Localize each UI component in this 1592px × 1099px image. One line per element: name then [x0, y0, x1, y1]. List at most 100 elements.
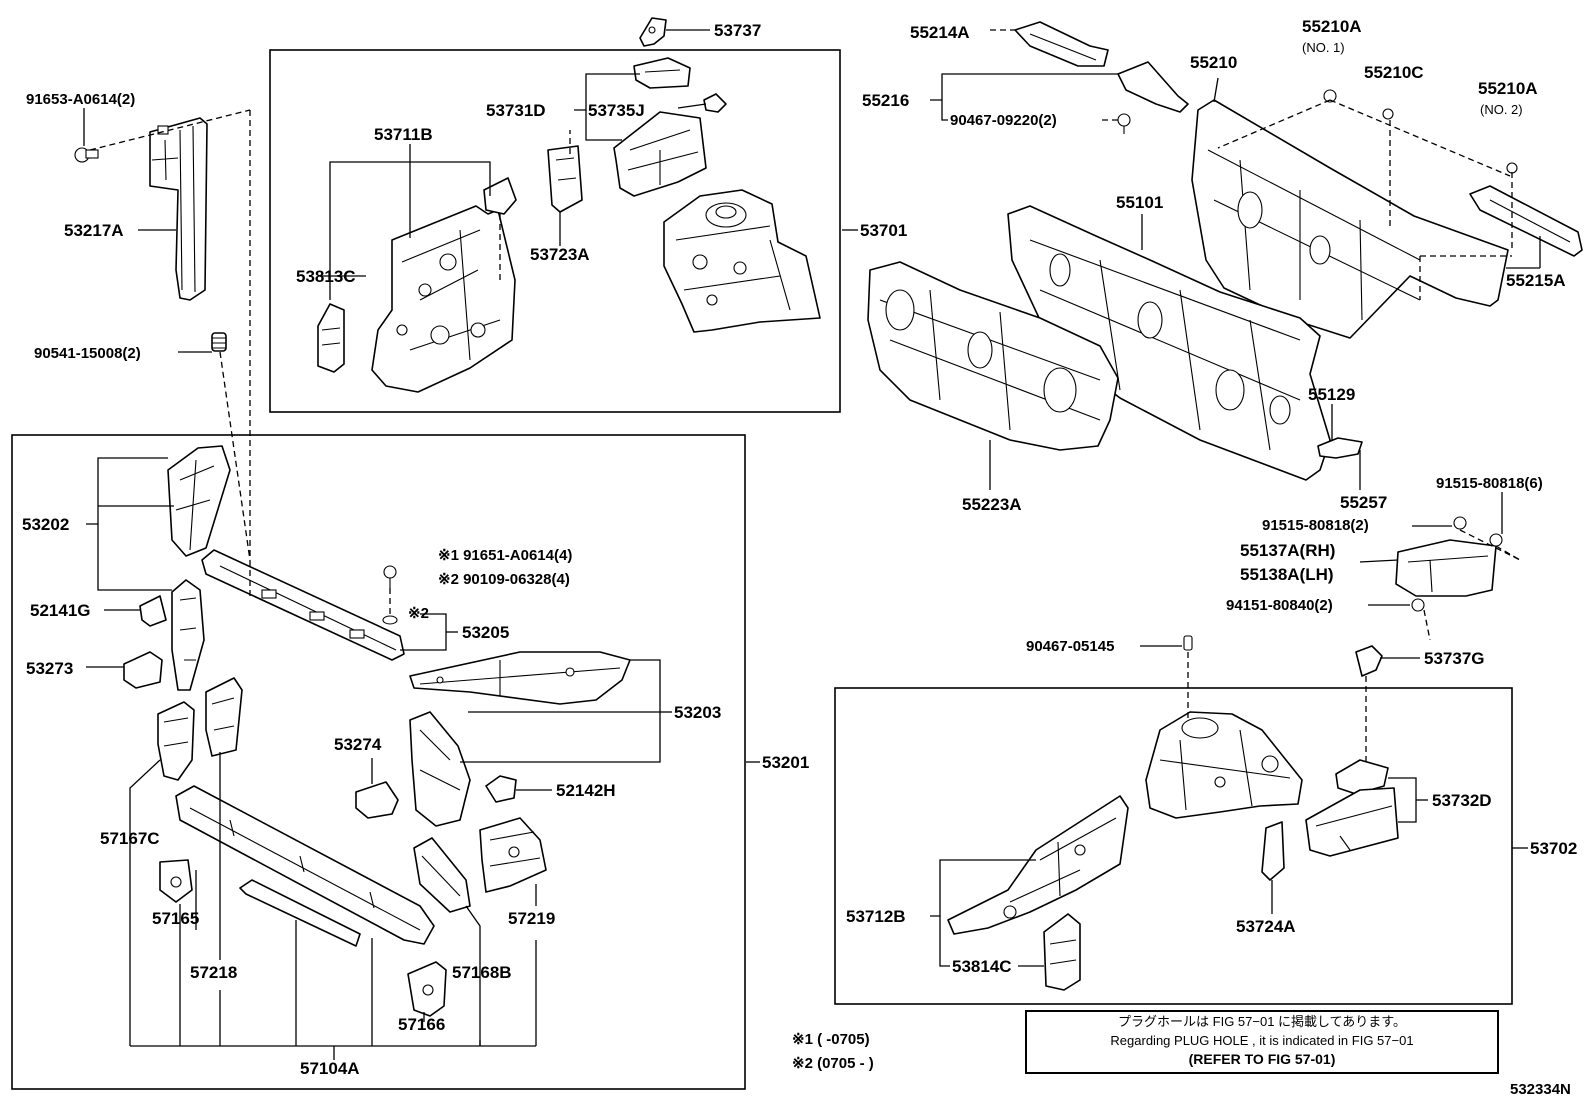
part-53724A	[1261, 821, 1285, 881]
label-57168B: 57168B	[452, 963, 512, 982]
clip-90467-09220	[1117, 113, 1131, 134]
label-57218: 57218	[190, 963, 237, 982]
label-55101: 55101	[1116, 193, 1163, 212]
label-53274: 53274	[334, 735, 382, 754]
label-53732D: 53732D	[1432, 791, 1492, 810]
label-91653-A0614: 91653-A0614(2)	[26, 91, 135, 108]
footnote-2: ※2 (0705 - )	[792, 1055, 874, 1072]
part-apron-53702	[1145, 711, 1303, 819]
label-55129: 55129	[1308, 385, 1355, 404]
part-53712B	[947, 795, 1129, 935]
part-53202-lower	[171, 579, 205, 691]
label-55210A-no1: 55210A	[1302, 17, 1362, 36]
label-53201: 53201	[762, 753, 809, 772]
clip-55210C	[1382, 108, 1394, 120]
label-91651-A0614: ※1 91651-A0614(4)	[438, 547, 572, 564]
label-57219: 57219	[508, 909, 555, 928]
label-91515-80818-6: 91515-80818(6)	[1436, 475, 1543, 492]
label-55210: 55210	[1190, 53, 1237, 72]
part-55214A	[1014, 21, 1109, 67]
part-55215A	[1469, 185, 1583, 257]
label-53711B: 53711B	[374, 125, 433, 144]
spring-nut-90541-15008	[211, 332, 227, 352]
label-55137A: 55137A(RH)	[1240, 541, 1335, 560]
part-55216	[1117, 61, 1189, 113]
label-90541-15008: 90541-15008(2)	[34, 345, 141, 362]
label-53814C: 53814C	[952, 957, 1012, 976]
part-53203-lower	[409, 711, 471, 827]
part-57168B	[413, 837, 471, 913]
part-57104A	[175, 785, 435, 945]
footnote-1: ※1 ( -0705)	[792, 1031, 870, 1048]
part-apron-53701	[663, 189, 821, 333]
label-53723A: 53723A	[530, 245, 590, 264]
label-53731D: 53731D	[486, 101, 546, 120]
plug-hole-note: プラグホールは FIG 57−01 に掲載してあります。 Regarding P…	[1025, 1010, 1499, 1074]
label-90467-09220: 90467-09220(2)	[950, 112, 1057, 129]
part-53735J-bracket	[613, 111, 707, 197]
part-53203	[409, 651, 631, 705]
label-91515-80818-2: 91515-80818(2)	[1262, 517, 1369, 534]
part-53273	[123, 651, 163, 689]
part-53737	[639, 17, 667, 47]
label-90467-05145: 90467-05145	[1026, 638, 1114, 655]
part-57165	[159, 859, 193, 903]
note-reference: (REFER TO FIG 57-01)	[1188, 1051, 1336, 1067]
part-53735J	[703, 93, 727, 113]
label-53202: 53202	[22, 515, 69, 534]
part-53723A	[547, 145, 583, 213]
label-mark2: ※2	[408, 605, 429, 622]
leader-lines	[83, 29, 1541, 1060]
label-52141G: 52141G	[30, 601, 91, 620]
label-53205: 53205	[462, 623, 509, 642]
part-53711B	[371, 205, 516, 393]
label-53813C: 53813C	[296, 267, 356, 286]
part-55137A-55138A	[1395, 539, 1497, 597]
part-55129	[1317, 437, 1363, 459]
part-52142H	[485, 775, 517, 803]
label-57165: 57165	[152, 909, 199, 928]
label-55223A: 55223A	[962, 495, 1022, 514]
part-labels: 53737 55214A 55210A (NO. 1) 55210 55210C…	[22, 17, 1577, 1098]
part-53202	[167, 445, 231, 557]
label-53273: 53273	[26, 659, 73, 678]
figure-code: 532334N	[1510, 1081, 1571, 1098]
label-55210A-no2-sub: (NO. 2)	[1480, 102, 1523, 117]
label-52142H: 52142H	[556, 781, 616, 800]
label-53701: 53701	[860, 221, 907, 240]
label-55210A-no2: 55210A	[1478, 79, 1538, 98]
clip-55210A-no1	[1323, 89, 1337, 103]
label-53724A: 53724A	[1236, 917, 1296, 936]
part-57219	[479, 817, 547, 893]
part-53732D-upper	[1335, 759, 1389, 795]
part-57104A-lower	[239, 879, 361, 947]
part-57218	[205, 677, 243, 757]
clip-90467-05145	[1183, 635, 1193, 651]
note-japanese: プラグホールは FIG 57−01 に掲載してあります。	[1118, 1014, 1406, 1029]
bolt-91651-90109	[382, 565, 398, 625]
label-55216: 55216	[862, 91, 909, 110]
bolt-91515-80818-2	[1453, 516, 1467, 530]
part-55223A	[867, 261, 1119, 451]
part-53711B-top-bracket	[483, 177, 517, 215]
part-53814C	[1043, 913, 1081, 991]
part-53813C	[317, 303, 345, 373]
label-55210C: 55210C	[1364, 63, 1424, 82]
nut-94151-80840	[1411, 598, 1425, 612]
label-55257: 55257	[1340, 493, 1387, 512]
label-94151-80840: 94151-80840(2)	[1226, 597, 1333, 614]
part-55210	[1191, 99, 1509, 339]
label-55214A: 55214A	[910, 23, 970, 42]
label-57104A: 57104A	[300, 1059, 360, 1078]
bolt-91515-80818-6	[1489, 533, 1503, 547]
part-57167C	[157, 701, 195, 781]
label-53735J: 53735J	[588, 101, 645, 120]
group-frame-53702	[834, 687, 1513, 1005]
label-57166: 57166	[398, 1015, 445, 1034]
label-53702: 53702	[1530, 839, 1577, 858]
part-53732D-lower	[1305, 787, 1399, 857]
part-53274	[355, 781, 399, 819]
label-55138A: 55138A(LH)	[1240, 565, 1334, 584]
part-53217A	[149, 117, 208, 301]
